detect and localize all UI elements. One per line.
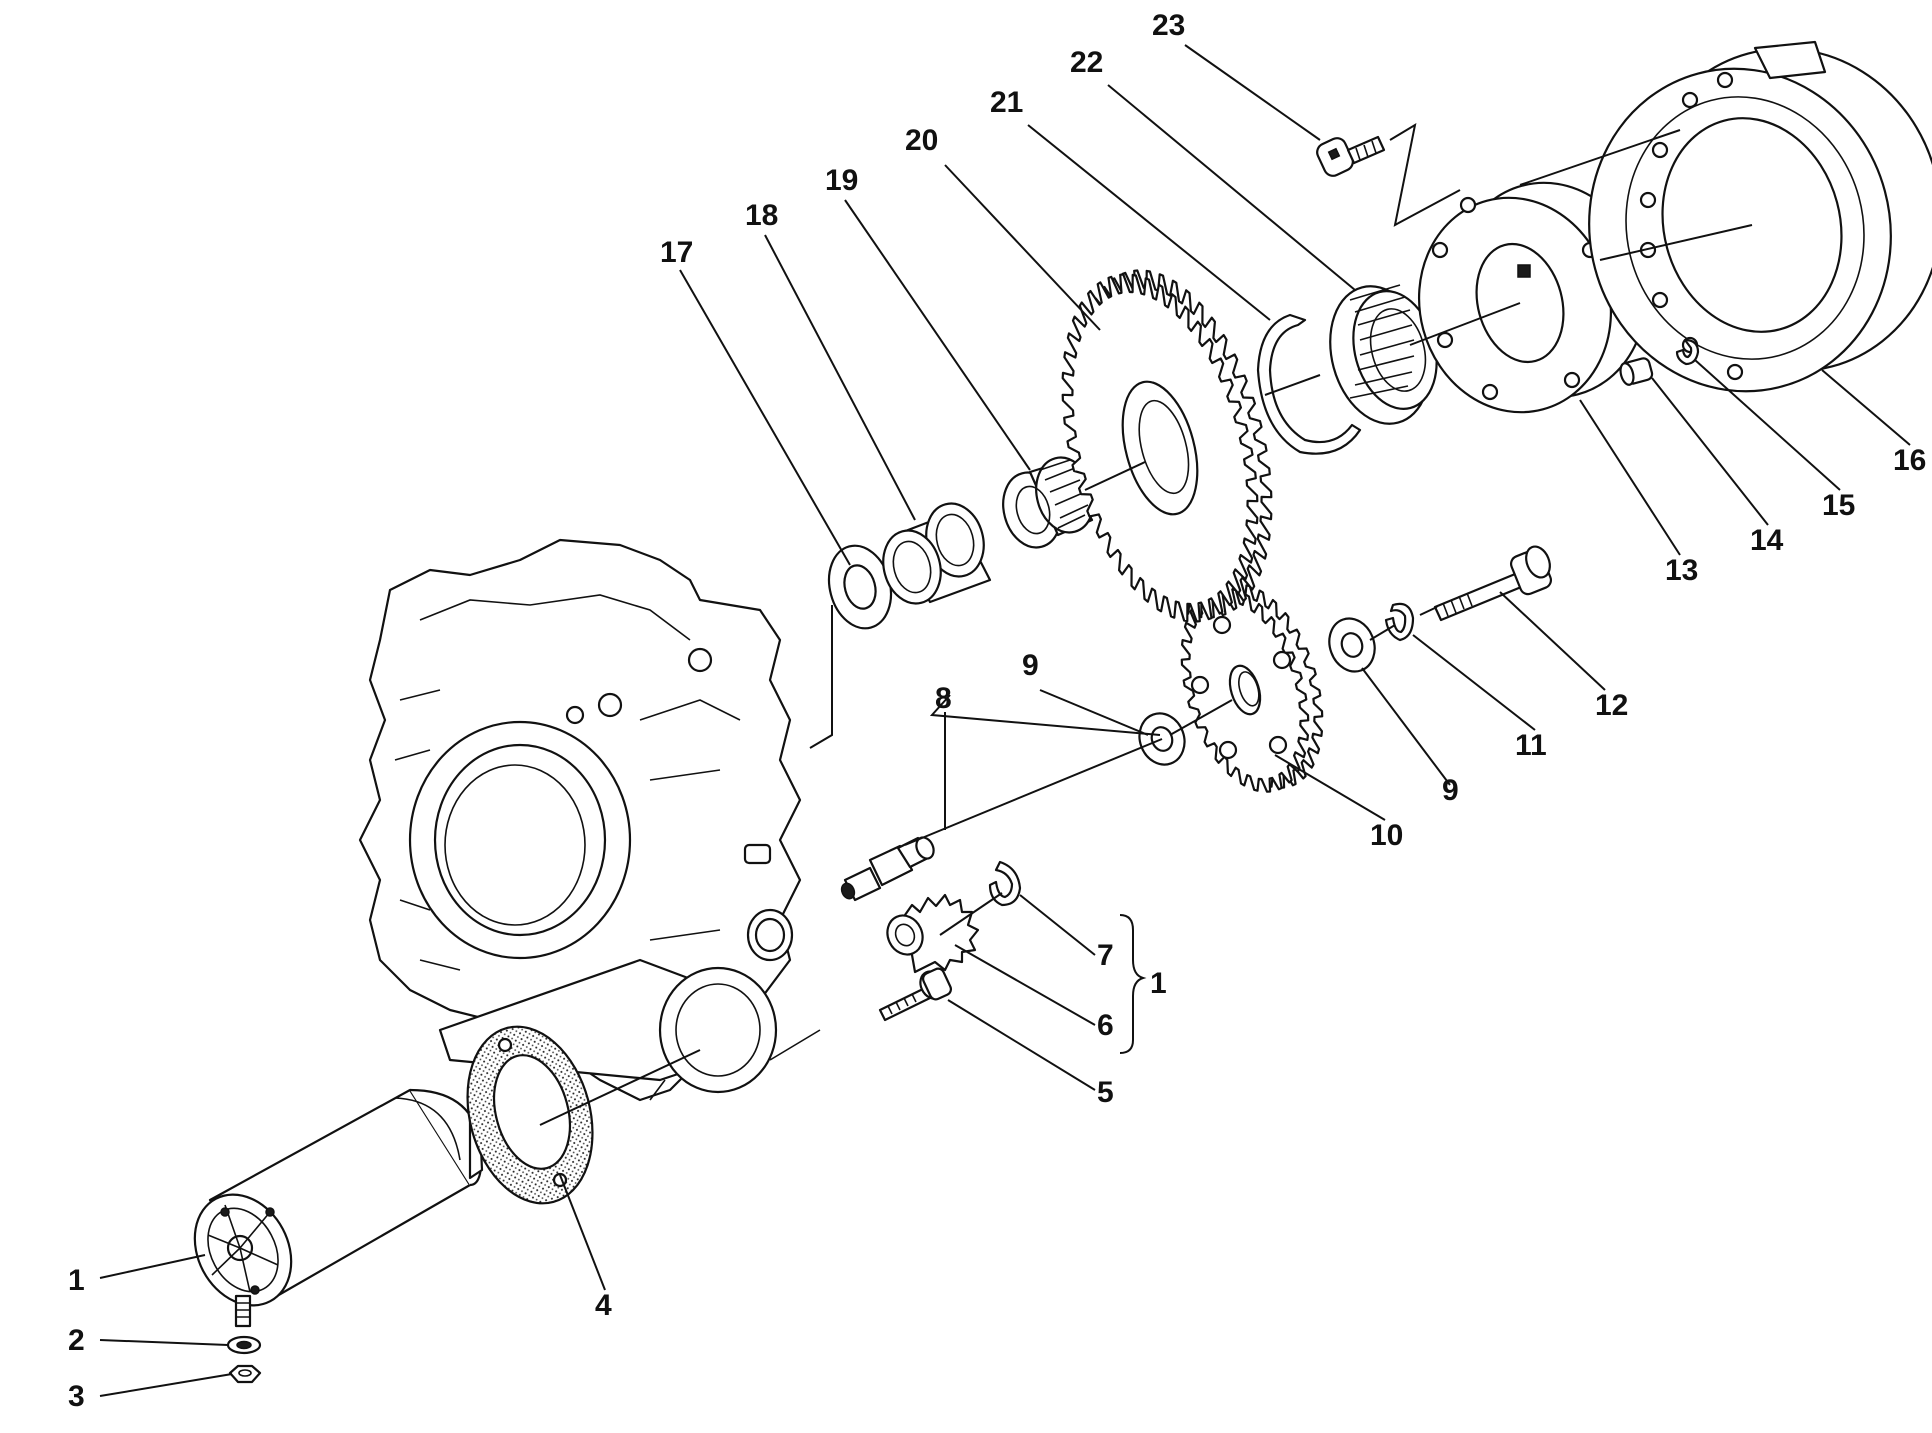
nut-3	[228, 1364, 262, 1384]
circlip-21	[1256, 313, 1362, 455]
needle-bearing-19	[1002, 456, 1095, 549]
washer-2	[226, 1335, 262, 1355]
gear-20	[1061, 269, 1273, 623]
label-16: 16	[1893, 444, 1926, 477]
bearing-22	[1329, 284, 1438, 425]
label-22: 22	[1070, 46, 1103, 79]
bushing-18	[882, 502, 992, 605]
starter-motor	[193, 1088, 484, 1328]
dowel-14	[1619, 357, 1654, 386]
gear-10	[1180, 583, 1324, 793]
label-18: 18	[745, 199, 778, 232]
washer-17	[827, 544, 893, 630]
circlip-15	[1675, 338, 1700, 366]
label-10: 10	[1370, 819, 1403, 852]
label-23: 23	[1152, 9, 1185, 42]
label-4: 4	[595, 1289, 612, 1322]
label-19: 19	[825, 164, 858, 197]
label-20: 20	[905, 124, 938, 157]
circlip-7	[988, 860, 1022, 907]
label-5: 5	[1097, 1076, 1114, 1109]
label-2: 2	[68, 1324, 85, 1357]
alignment-lines	[539, 122, 1753, 1126]
crankcase	[358, 538, 821, 1102]
label-12: 12	[1595, 689, 1628, 722]
label-7: 7	[1097, 939, 1114, 972]
label-9-right: 9	[1442, 774, 1459, 807]
label-1: 1	[68, 1264, 85, 1297]
circlip-11	[1384, 602, 1415, 642]
washer-9-right	[1328, 617, 1376, 673]
label-8: 8	[935, 682, 952, 715]
label-11: 11	[1515, 729, 1547, 762]
label-14: 14	[1750, 524, 1784, 557]
label-9-left: 9	[1022, 649, 1039, 682]
label-15: 15	[1822, 489, 1855, 522]
callout-labels: 1 2 3 4 5 6 7 1 8 9 9 10 11 12 13 14 15 …	[68, 9, 1926, 1413]
pin-8	[840, 836, 935, 902]
label-17: 17	[660, 236, 693, 269]
group-bracket	[1119, 914, 1147, 1054]
label-21: 21	[990, 86, 1023, 119]
screw-23	[1316, 135, 1386, 177]
label-6: 6	[1097, 1009, 1114, 1042]
gear-6	[886, 893, 980, 974]
label-1-group: 1	[1150, 967, 1167, 1000]
label-13: 13	[1665, 554, 1698, 587]
callout-leaders	[99, 44, 1911, 1397]
label-3: 3	[68, 1380, 85, 1413]
gasket-4	[466, 1025, 594, 1205]
screw-5	[878, 967, 953, 1022]
screw-12	[1433, 545, 1553, 622]
